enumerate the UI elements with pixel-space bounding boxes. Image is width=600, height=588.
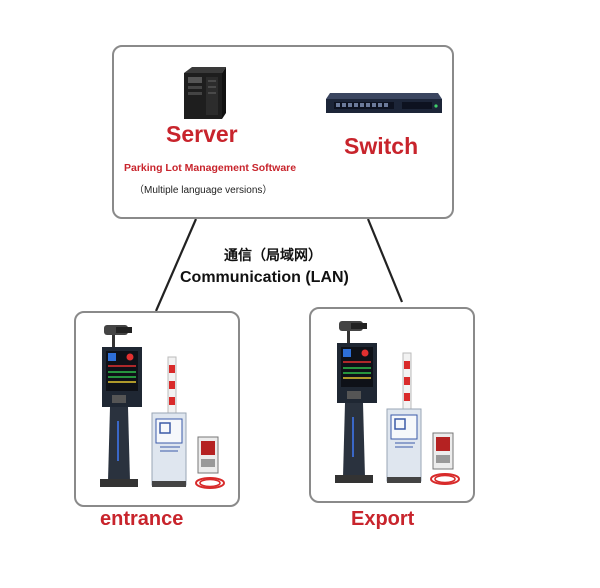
communication-label-cn: 通信（局域网） — [224, 247, 322, 263]
entrance-lane-panel — [74, 311, 240, 507]
parking-terminal-icon — [100, 325, 142, 487]
parking-terminal-icon — [335, 321, 377, 483]
network-switch-icon — [326, 93, 442, 113]
line-to-entrance — [154, 218, 198, 312]
server-title: Server — [166, 121, 238, 147]
barrier-gate-icon — [386, 352, 422, 483]
entrance-caption: entrance — [100, 508, 184, 530]
export-lane-panel — [309, 307, 475, 503]
line-to-export — [366, 218, 404, 303]
communication-label-en: Communication (LAN) — [180, 269, 349, 286]
server-tower-icon — [184, 67, 226, 119]
export-caption: Export — [351, 508, 415, 530]
language-note: （Multiple language versions） — [134, 185, 273, 196]
server-panel: Server Parking Lot Management Software （… — [112, 45, 454, 219]
barrier-gate-icon — [151, 356, 187, 487]
switch-title: Switch — [344, 133, 419, 159]
cable-coil-icon — [430, 473, 460, 485]
cable-coil-icon — [195, 477, 225, 489]
card-dispenser-icon — [197, 436, 219, 474]
parking-equipment-illustration — [100, 325, 225, 489]
card-dispenser-icon — [432, 432, 454, 470]
software-label: Parking Lot Management Software — [124, 162, 297, 174]
parking-equipment-illustration — [335, 321, 460, 485]
